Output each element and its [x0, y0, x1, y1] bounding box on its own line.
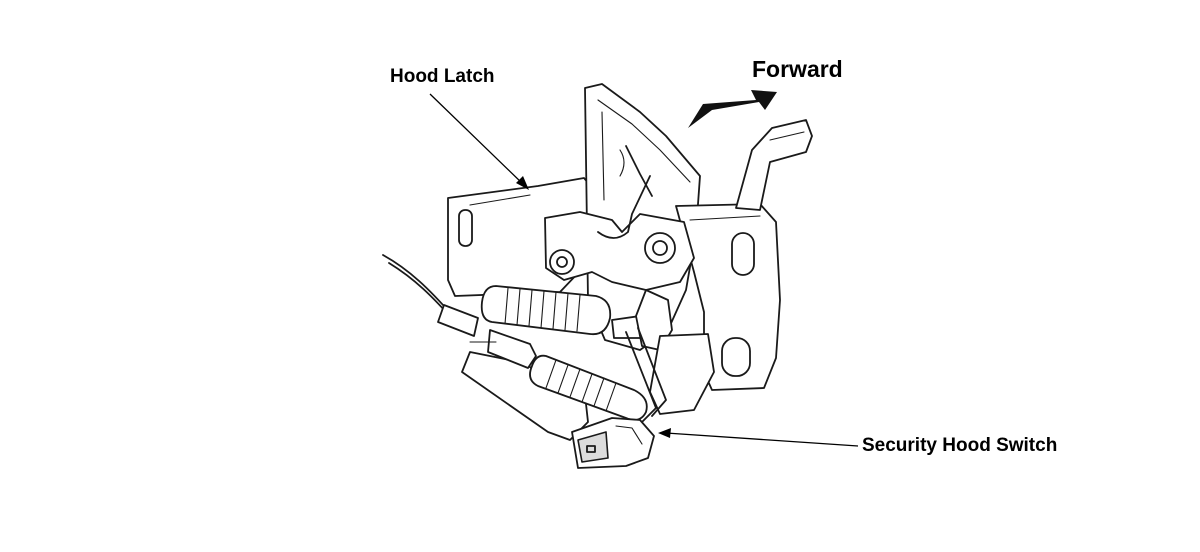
lower-mounting-plate — [461, 351, 589, 441]
switch-bracket — [625, 289, 715, 425]
safety-lever — [735, 119, 813, 211]
security-hood-switch-leader-line — [658, 428, 859, 447]
hood-latch-leader-line — [429, 93, 529, 190]
upper-spring — [480, 285, 612, 336]
lower-spring — [529, 354, 648, 421]
hood-latch-label: Hood Latch — [390, 66, 495, 87]
forward-label: Forward — [752, 56, 843, 82]
ratchet-mechanism — [544, 145, 695, 291]
right-mounting-bracket — [675, 203, 781, 391]
forward-arrow-icon — [688, 90, 777, 128]
security-hood-switch — [571, 417, 655, 469]
security-hood-switch-label: Security Hood Switch — [862, 435, 1058, 456]
